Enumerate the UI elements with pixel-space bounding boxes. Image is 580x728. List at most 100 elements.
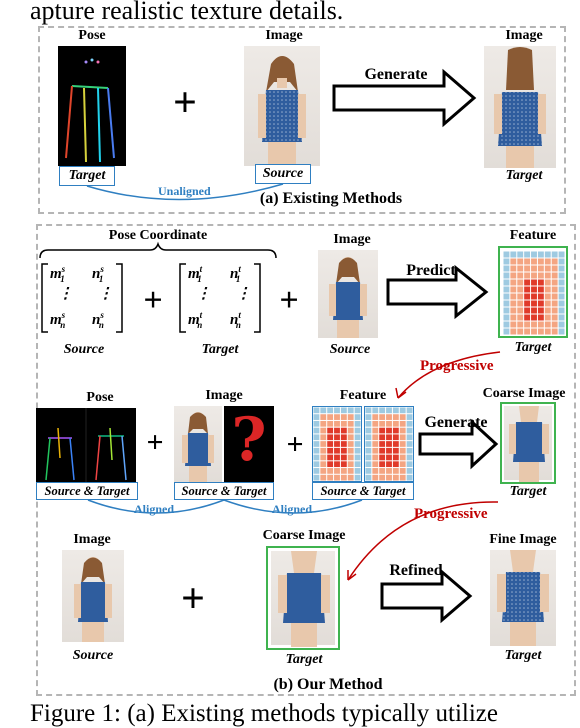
heatmap-cell <box>386 427 392 434</box>
heatmap-cell <box>334 447 340 454</box>
heatmap-cell <box>327 468 334 474</box>
heatmap-cell <box>537 314 544 321</box>
heatmap-cell <box>327 461 334 468</box>
b-feature-label: Feature <box>509 228 557 243</box>
heatmap-cell <box>524 321 531 328</box>
heatmap-cell <box>510 258 517 265</box>
heatmap-cell <box>334 474 340 481</box>
feature-heatmap <box>503 251 565 335</box>
heatmap-cell <box>544 286 551 293</box>
heatmap-cell <box>354 441 361 447</box>
heatmap-cell <box>354 434 361 441</box>
b-coarse-target: Target <box>509 484 547 499</box>
heatmap-cell <box>551 300 558 307</box>
heatmap-cell <box>544 328 551 335</box>
heatmap-cell <box>347 427 354 434</box>
heatmap-cell <box>551 293 558 300</box>
heatmap-cell <box>347 474 354 481</box>
heatmap-cell <box>510 265 517 272</box>
b-image2-label: Image <box>205 388 243 403</box>
b-tgt-mn: mtn <box>188 310 203 330</box>
heatmap-cell <box>379 427 386 434</box>
heatmap-cell <box>531 328 537 335</box>
question-mark-icon: ? <box>231 406 267 475</box>
heatmap-cell <box>524 251 531 258</box>
heatmap-cell <box>531 321 537 328</box>
heatmap-cell <box>399 468 406 474</box>
heatmap-cell <box>517 265 524 272</box>
heatmap-cell <box>558 251 565 258</box>
heatmap-cell <box>392 468 399 474</box>
b-plus-5: + <box>181 576 205 622</box>
heatmap-cell <box>406 434 413 441</box>
heatmap-cell <box>354 427 361 434</box>
b-pose-box: Source & Target <box>36 482 138 500</box>
b-image3-label: Image <box>73 532 111 547</box>
b-tgt-nn: ntn <box>230 310 241 330</box>
heatmap-cell <box>340 407 347 414</box>
paper-text-top: apture realistic texture details. <box>30 0 344 25</box>
heatmap-cell <box>531 258 537 265</box>
heatmap-cell <box>340 454 347 461</box>
heatmap-cell <box>340 447 347 454</box>
heatmap-cell <box>558 300 565 307</box>
b-coarse2-image <box>266 546 340 650</box>
heatmap-cell <box>340 474 347 481</box>
heatmap-cell <box>558 265 565 272</box>
heatmap-cell <box>537 286 544 293</box>
heatmap-cell <box>544 293 551 300</box>
heatmap-cell <box>510 328 517 335</box>
heatmap-cell <box>531 251 537 258</box>
heatmap-cell <box>406 447 413 454</box>
heatmap-cell <box>372 414 379 420</box>
heatmap-cell <box>354 461 361 468</box>
b-tgt-n1: nt1 <box>230 264 241 284</box>
heatmap-cell <box>379 461 386 468</box>
heatmap-cell <box>406 427 413 434</box>
matrix-brackets <box>179 263 261 333</box>
person-back-photo-icon <box>494 47 546 168</box>
panel-a-frame <box>38 26 566 214</box>
pose-skeleton-icon <box>45 408 127 482</box>
heatmap-cell <box>372 441 379 447</box>
heatmap-cell <box>327 447 334 454</box>
b-coarse2-target: Target <box>285 652 323 667</box>
heatmap-cell <box>334 434 340 441</box>
heatmap-cell <box>510 300 517 307</box>
feature-heatmap <box>365 407 413 481</box>
heatmap-cell <box>327 454 334 461</box>
heatmap-cell <box>372 407 379 414</box>
heatmap-cell <box>392 434 399 441</box>
heatmap-cell <box>524 300 531 307</box>
heatmap-cell <box>379 414 386 420</box>
heatmap-cell <box>340 414 347 420</box>
heatmap-cell <box>334 454 340 461</box>
heatmap-cell <box>503 258 510 265</box>
heatmap-cell <box>406 407 413 414</box>
heatmap-cell <box>399 454 406 461</box>
heatmap-cell <box>537 328 544 335</box>
heatmap-cell <box>313 427 320 434</box>
heatmap-cell <box>320 454 327 461</box>
heatmap-cell <box>313 420 320 427</box>
feature-heatmap <box>313 407 361 481</box>
b-progressive-label-2: Progressive <box>414 506 488 522</box>
heatmap-cell <box>531 314 537 321</box>
heatmap-cell <box>517 321 524 328</box>
heatmap-cell <box>517 328 524 335</box>
heatmap-cell <box>517 272 524 279</box>
heatmap-cell <box>365 441 372 447</box>
heatmap-cell <box>372 420 379 427</box>
heatmap-cell <box>517 251 524 258</box>
b-target-label: Target <box>201 342 239 357</box>
heatmap-cell <box>558 314 565 321</box>
heatmap-cell <box>320 407 327 414</box>
heatmap-cell <box>503 307 510 314</box>
heatmap-cell <box>537 279 544 286</box>
heatmap-cell <box>531 272 537 279</box>
b-fine-image <box>490 550 556 646</box>
heatmap-cell <box>386 454 392 461</box>
